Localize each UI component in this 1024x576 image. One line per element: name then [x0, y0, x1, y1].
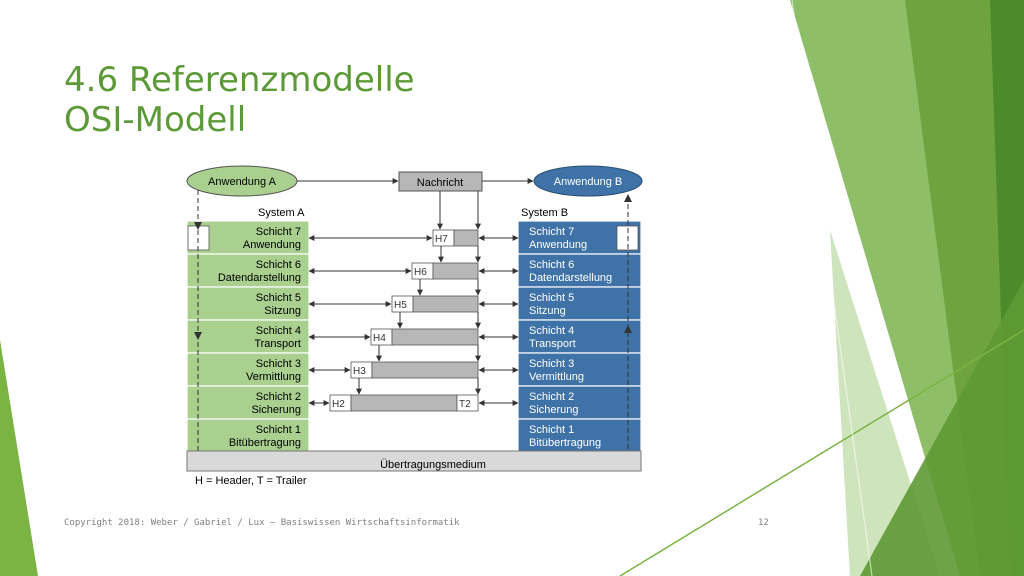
system-b-layer-2	[517, 385, 642, 420]
system-a-layer-5-number: Schicht 5	[256, 292, 301, 304]
system-b-layer-3-number: Schicht 3	[529, 358, 574, 370]
system-a-layer-1-name: Bitübertragung	[229, 437, 301, 449]
message-label: Nachricht	[417, 177, 463, 189]
page-number: 12	[758, 518, 769, 528]
system-a-layer-3	[186, 352, 310, 387]
packet-body-7	[453, 229, 479, 247]
system-a-layer-6-name: Datendarstellung	[218, 272, 301, 284]
packet-header-7-label: H7	[435, 234, 448, 245]
right-thin-line-2	[791, 0, 873, 576]
application-b-ellipse	[533, 165, 643, 197]
system-b-layer-3	[517, 352, 642, 387]
system-a-layer-4-number: Schicht 4	[256, 325, 301, 337]
system-b-layer-1-number: Schicht 1	[529, 424, 574, 436]
packet-body-5	[412, 295, 479, 313]
system-b-layer-4-name: Transport	[529, 338, 576, 350]
system-b-layer-3-name: Vermittlung	[529, 371, 584, 383]
right-thin-line	[619, 329, 1024, 576]
packet-body-6	[432, 262, 479, 280]
system-b-layer-5-name: Sitzung	[529, 305, 566, 317]
system-b-layer-7-name: Anwendung	[529, 239, 587, 251]
system-a-layer-1-number: Schicht 1	[256, 424, 301, 436]
system-b-layer-5-number: Schicht 5	[529, 292, 574, 304]
packet-header-5-label: H5	[394, 300, 407, 311]
arrowhead-b-top	[624, 194, 632, 202]
arrowhead-a-mid	[194, 332, 202, 340]
packet-header-4-label: H4	[373, 333, 386, 344]
right-shape-bottom	[860, 280, 1024, 576]
system-b-layer-6-number: Schicht 6	[529, 259, 574, 271]
footer-copyright: Copyright 2018: Weber / Gabriel / Lux – …	[64, 518, 460, 528]
arrowhead-b-mid	[624, 325, 632, 333]
system-a-layer-1	[186, 418, 310, 453]
system-b-layer-7-number: Schicht 7	[529, 226, 574, 238]
system-b-label: System B	[521, 207, 568, 219]
packet-header-3-label: H3	[353, 366, 366, 377]
transmission-medium-label: Übertragungsmedium	[380, 459, 486, 471]
system-a-layer-7-name: Anwendung	[243, 239, 301, 251]
system-b-layer-4-number: Schicht 4	[529, 325, 574, 337]
system-b-layer-6-name: Datendarstellung	[529, 272, 612, 284]
packet-trailer-label: T2	[459, 399, 471, 410]
system-a-layer-4-name: Transport	[254, 338, 301, 350]
packet-header-2-label: H2	[332, 399, 345, 410]
application-b-label: Anwendung B	[554, 176, 623, 188]
system-a-label: System A	[258, 207, 305, 219]
system-a-layer-5-name: Sitzung	[264, 305, 301, 317]
system-a-layer-2-number: Schicht 2	[256, 391, 301, 403]
system-b-layer-2-number: Schicht 2	[529, 391, 574, 403]
system-a-layer-5	[186, 286, 310, 321]
left-green-stripe	[0, 340, 38, 576]
system-a-layer-7-number: Schicht 7	[256, 226, 301, 238]
system-a-layer-3-number: Schicht 3	[256, 358, 301, 370]
system-b-layer-2-name: Sicherung	[529, 404, 579, 416]
packet-header-6-label: H6	[414, 267, 427, 278]
system-a-layer-2-name: Sicherung	[251, 404, 301, 416]
transmission-medium-bar	[186, 450, 642, 472]
title-line-2: OSI-Modell	[64, 100, 247, 140]
system-a-layer-3-name: Vermittlung	[246, 371, 301, 383]
packet-trailer	[456, 394, 479, 412]
arrowhead-a-top	[194, 222, 202, 230]
packet-body-3	[371, 361, 479, 379]
title-line-1: 4.6 Referenzmodelle	[64, 60, 415, 100]
system-a-layer-4	[186, 319, 310, 354]
packet-body-4	[391, 328, 479, 346]
application-a-label: Anwendung A	[208, 176, 277, 188]
legend-text: H = Header, T = Trailer	[195, 475, 307, 487]
system-a-layer-6-number: Schicht 6	[256, 259, 301, 271]
packet-body-2	[350, 394, 458, 412]
slide-title: 4.6 Referenzmodelle OSI-Modell	[64, 60, 415, 140]
system-b-layer-1-name: Bitübertragung	[529, 437, 601, 449]
